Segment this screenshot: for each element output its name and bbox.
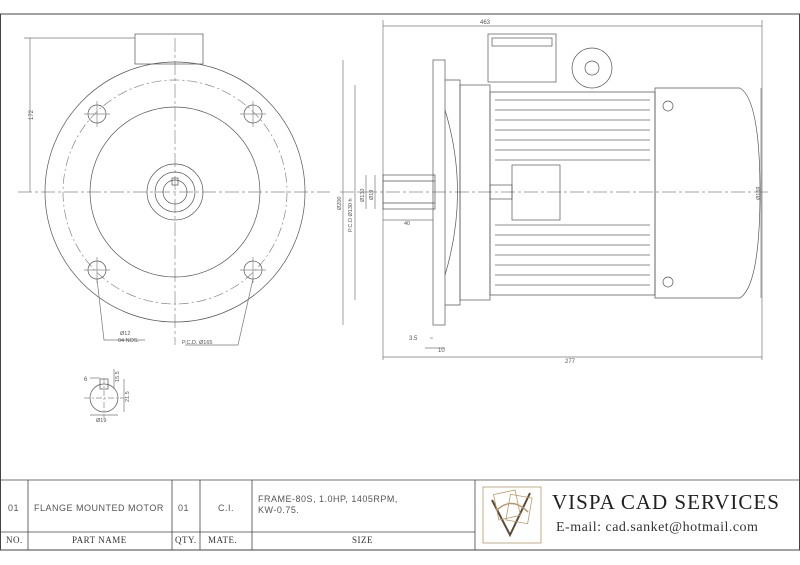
side-terminal-box bbox=[487, 33, 557, 83]
key-dia-text: Ø19 bbox=[96, 418, 106, 424]
shaft-circle bbox=[162, 179, 188, 205]
hub-circle bbox=[146, 163, 204, 221]
key-width-text: 6 bbox=[84, 377, 88, 383]
body-dia-text: Ø159 bbox=[756, 187, 762, 200]
spigot-text: 10 bbox=[438, 348, 445, 354]
row-number: 01 bbox=[8, 503, 20, 513]
flange-thk-text: 3.5 bbox=[409, 336, 418, 342]
header-material: MATE. bbox=[208, 535, 238, 545]
side-flange bbox=[432, 59, 446, 326]
shaft-dia-a-text: Ø130 bbox=[360, 189, 366, 202]
row-size-line1: FRAME-80S, 1.0HP, 1405RPM, bbox=[258, 494, 398, 504]
stator-body bbox=[489, 91, 656, 296]
end-shield bbox=[459, 84, 491, 301]
bell-housing-curve bbox=[444, 109, 458, 276]
company-logo bbox=[482, 486, 542, 544]
pcd-note: P.C.D. Ø165 bbox=[182, 340, 212, 346]
front-view bbox=[18, 33, 330, 346]
company-name: VISPA CAD SERVICES bbox=[552, 490, 780, 514]
key-detail bbox=[84, 369, 125, 418]
title-block bbox=[0, 479, 800, 550]
side-view bbox=[340, 20, 770, 360]
spigot-dia-text: P.C.D Ø130 h bbox=[348, 198, 354, 232]
bottom-length-text: 277 bbox=[565, 359, 576, 365]
flange-od-text: Ø200 bbox=[337, 197, 343, 210]
center-height-text: 172 bbox=[29, 109, 35, 120]
spigot-circle bbox=[89, 106, 261, 278]
cowl-screw bbox=[662, 100, 674, 112]
header-qty: QTY. bbox=[175, 535, 197, 545]
shaft-length-text: 40 bbox=[404, 221, 410, 227]
logo-mark bbox=[491, 492, 531, 538]
header-size: SIZE bbox=[352, 535, 373, 545]
cowl-screw bbox=[662, 276, 674, 288]
shaft bbox=[382, 174, 436, 210]
row-part-name: FLANGE MOUNTED MOTOR bbox=[34, 503, 164, 513]
pcd-circle bbox=[62, 79, 288, 305]
terminal-box bbox=[134, 33, 204, 65]
header-no: NO. bbox=[6, 535, 23, 545]
flange-outline bbox=[44, 61, 306, 323]
hole-note-2: 04 NOS. bbox=[118, 338, 140, 344]
shaft-outer bbox=[154, 171, 196, 213]
key-total-text: 21.5 bbox=[125, 391, 131, 402]
row-size-line2: KW-0.75. bbox=[258, 505, 300, 515]
hole-note-1: Ø12 bbox=[120, 331, 130, 337]
fan-cowl bbox=[654, 87, 761, 299]
header-part-name: PART NAME bbox=[72, 535, 127, 545]
row-qty: 01 bbox=[178, 503, 190, 513]
cooling-fins bbox=[495, 99, 650, 286]
overall-length-text: 463 bbox=[480, 20, 491, 26]
lifting-eye bbox=[571, 47, 613, 89]
hole-leader bbox=[96, 278, 145, 341]
nameplate-block bbox=[511, 164, 561, 221]
front-keyway bbox=[171, 177, 179, 186]
row-material: C.I. bbox=[218, 503, 235, 513]
pcd-leader bbox=[185, 278, 254, 346]
shaft-dia-b-text: Ø19 bbox=[369, 190, 375, 200]
company-email: E-mail: cad.sanket@hotmail.com bbox=[556, 520, 759, 535]
key-height-text: 15.5 bbox=[115, 371, 121, 382]
